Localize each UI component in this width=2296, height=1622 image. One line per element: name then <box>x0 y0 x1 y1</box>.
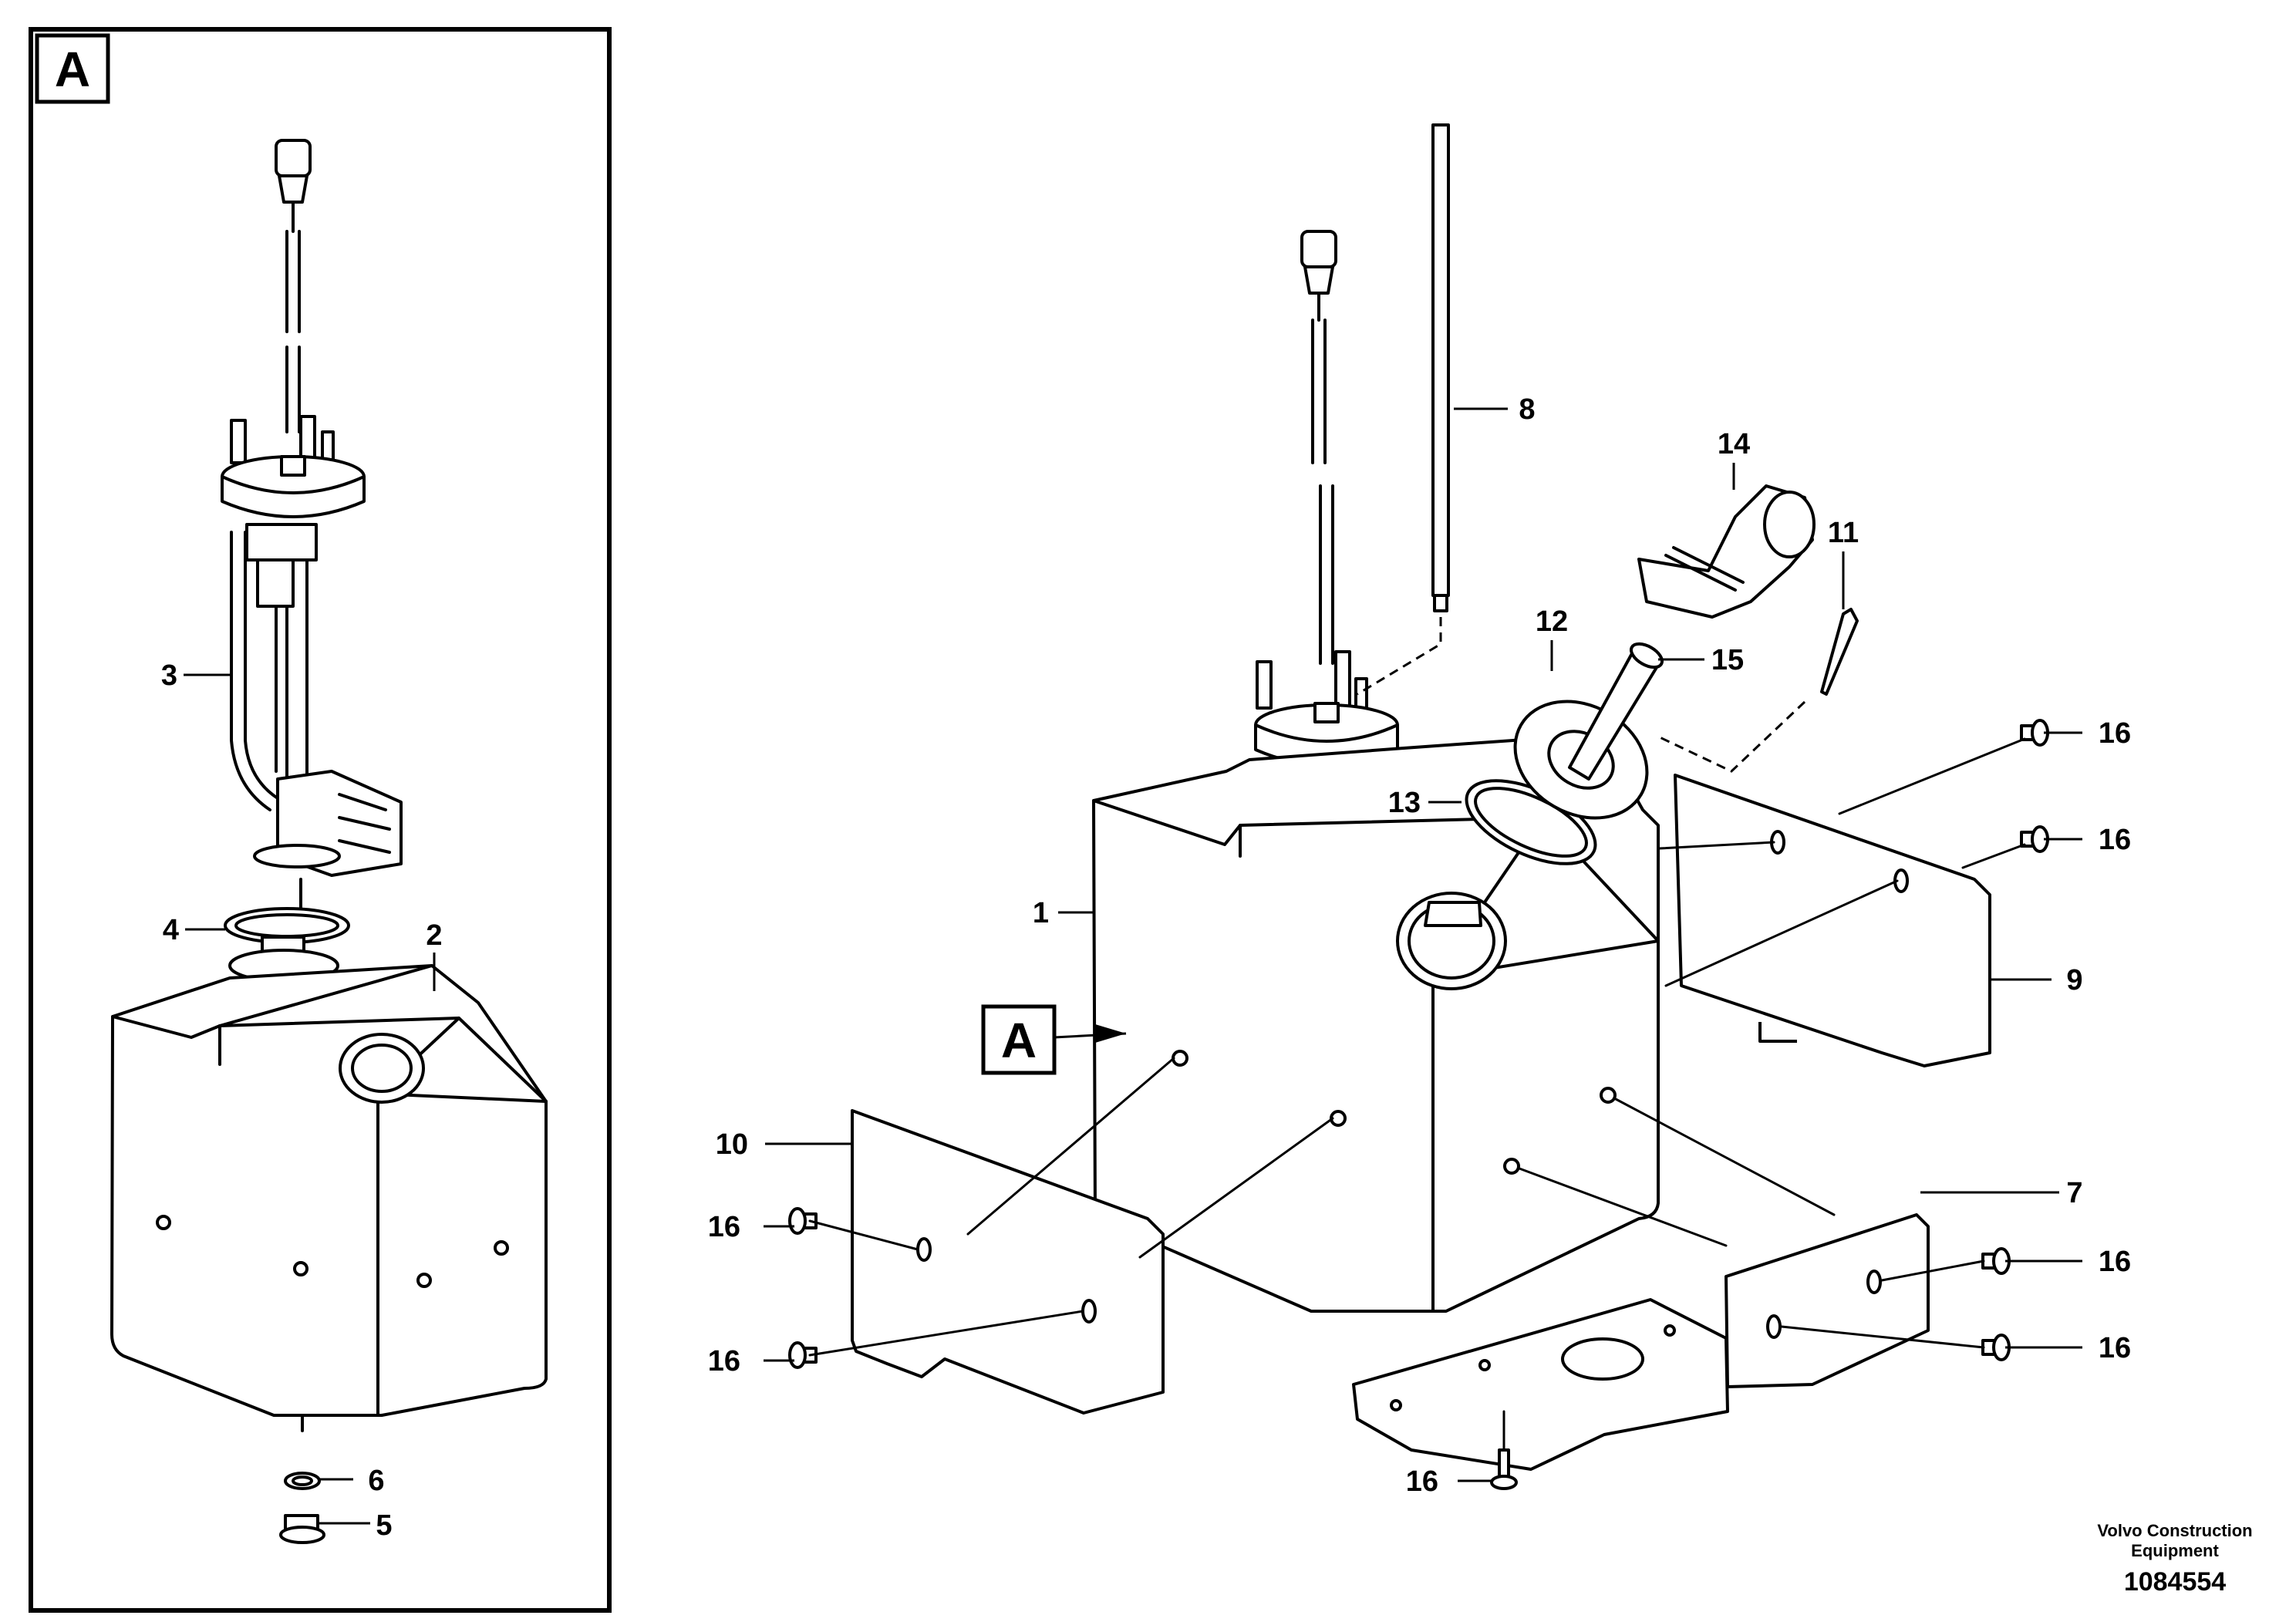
callout-4: 4 <box>163 914 179 946</box>
callout-13: 13 <box>1388 787 1421 819</box>
callout-11: 11 <box>1828 517 1859 549</box>
detail-view-panel: A <box>29 27 612 1613</box>
sender-unit-detail <box>221 139 403 923</box>
callout-16-g: 16 <box>1406 1465 1438 1498</box>
callout-10: 10 <box>716 1128 748 1161</box>
callout-16-b: 16 <box>708 1345 740 1378</box>
view-a-reference-label: A <box>1001 1013 1037 1068</box>
callout-2: 2 <box>426 919 442 952</box>
callout-3: 3 <box>161 659 177 692</box>
bracket-part-9 <box>1674 774 1991 1067</box>
sender-unit-main <box>1254 230 1399 767</box>
callout-6: 6 <box>368 1465 384 1497</box>
tank-detail <box>110 949 548 1432</box>
callout-16-e: 16 <box>2099 1246 2131 1278</box>
callout-16-a: 16 <box>708 1211 740 1243</box>
detail-view-label: A <box>55 42 90 97</box>
callout-5: 5 <box>376 1509 392 1542</box>
view-a-reference: A <box>981 1004 1127 1075</box>
brand-line-2: Equipment <box>2131 1541 2219 1560</box>
detail-leaders <box>184 673 436 1525</box>
callout-7: 7 <box>2066 1177 2082 1209</box>
callout-16-c: 16 <box>2099 717 2131 750</box>
callout-12: 12 <box>1536 605 1568 638</box>
callout-14: 14 <box>1718 428 1750 460</box>
bolt-alignment-lines <box>808 737 2026 1452</box>
tube-part-8 <box>1357 123 1450 696</box>
drain-seal-and-plug <box>279 1472 325 1544</box>
callout-9: 9 <box>2066 964 2082 996</box>
callout-1: 1 <box>1033 897 1049 929</box>
base-plate <box>1352 1298 1729 1471</box>
callout-16-f: 16 <box>2099 1332 2131 1364</box>
brand-line-1: Volvo Construction <box>2097 1521 2252 1540</box>
callout-16-d: 16 <box>2099 824 2131 856</box>
callout-15: 15 <box>1711 644 1744 676</box>
document-number: 1084554 <box>2124 1567 2226 1597</box>
main-leaders <box>764 407 2082 1482</box>
bracket-part-7 <box>1725 1213 1930 1388</box>
filler-parts <box>1465 484 1859 865</box>
clamp-ring-detail <box>224 907 350 956</box>
callout-8: 8 <box>1519 393 1535 426</box>
